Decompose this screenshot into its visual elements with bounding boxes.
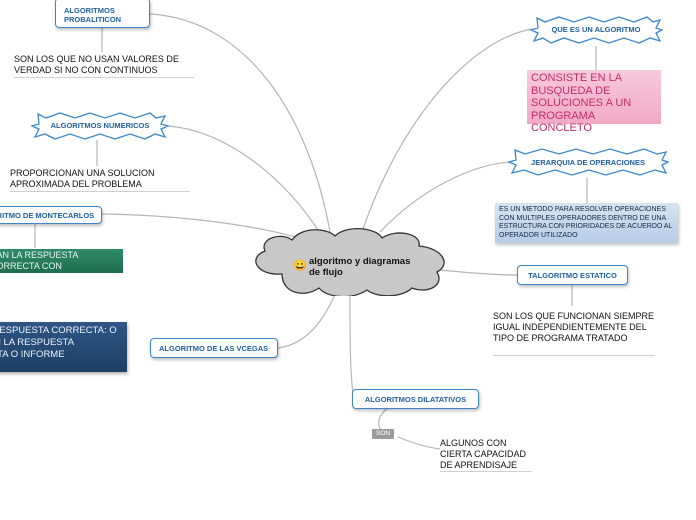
node-que-es-un-algoritmo[interactable]: QUE ES UN ALGORITMO — [551, 25, 641, 34]
node-montecarlos-label: ALGORITMO DE MONTECARLOS — [0, 211, 95, 220]
desc-dilatativos: ALGUNOS CON CIERTA CAPACIDAD DE APRENDIS… — [440, 438, 532, 472]
node-star-shape-que-es[interactable] — [529, 14, 663, 46]
desc-numericos: PROPORCIONAN UNA SOLUCION APROXIMADA DEL… — [10, 168, 190, 192]
desc-vcegas-text: DAN LA RESPUESTA CORRECTA: O BIEN DAN LA… — [0, 325, 117, 360]
central-topic-title[interactable]: algoritmo y diagramas de flujo — [309, 256, 411, 278]
node-algoritmo-vcegas[interactable]: ALGORITMO DE LAS VCEGAS — [150, 338, 278, 358]
node-star-shape-numericos[interactable] — [30, 110, 170, 142]
desc-jerarquia: ES UN METODO PARA RESOLVER OPERACIONES C… — [495, 203, 678, 243]
desc-montecarlos: DAN LA RESPUESTA CORRECTA CON PROBABILID… — [0, 249, 123, 273]
desc-probabilisticos: SON LOS QUE NO USAN VALORES DE VERDAD SI… — [14, 54, 194, 78]
node-jerarquia-de-operaciones[interactable]: JERARQUIA DE OPERACIONES — [531, 158, 645, 167]
desc-que-es: CONSISTE EN LA BUSQUEDA DE SOLUCIONES A … — [527, 70, 661, 134]
desc-vcegas: DAN LA RESPUESTA CORRECTA: O BIEN DAN LA… — [0, 322, 127, 372]
node-algoritmo-montecarlos[interactable]: ALGORITMO DE MONTECARLOS — [0, 206, 102, 224]
node-algoritmos-dilatativos[interactable]: ALGORITMOS DILATATIVOS — [352, 389, 479, 409]
node-algoritmos-numericos[interactable]: ALGORITMOS NUMERICOS — [50, 121, 150, 130]
desc-estatico: SON LOS QUE FUNCIONAN SIEMPRE IGUAL INDE… — [493, 311, 655, 356]
node-algoritmo-estatico[interactable]: TALGORITMO ESTATICO — [517, 265, 628, 285]
central-cloud[interactable] — [247, 226, 451, 296]
node-star-shape-jerarquia[interactable] — [507, 146, 669, 178]
node-algoritmos-probabilisticos[interactable]: ALGORITMOS PROBALITICON — [55, 0, 150, 28]
central-emoji-icon: 😀 — [293, 260, 307, 272]
desc-montecarlos-text: DAN LA RESPUESTA CORRECTA CON PROBABILID… — [0, 250, 82, 273]
relation-tag-son: SON — [372, 429, 395, 439]
